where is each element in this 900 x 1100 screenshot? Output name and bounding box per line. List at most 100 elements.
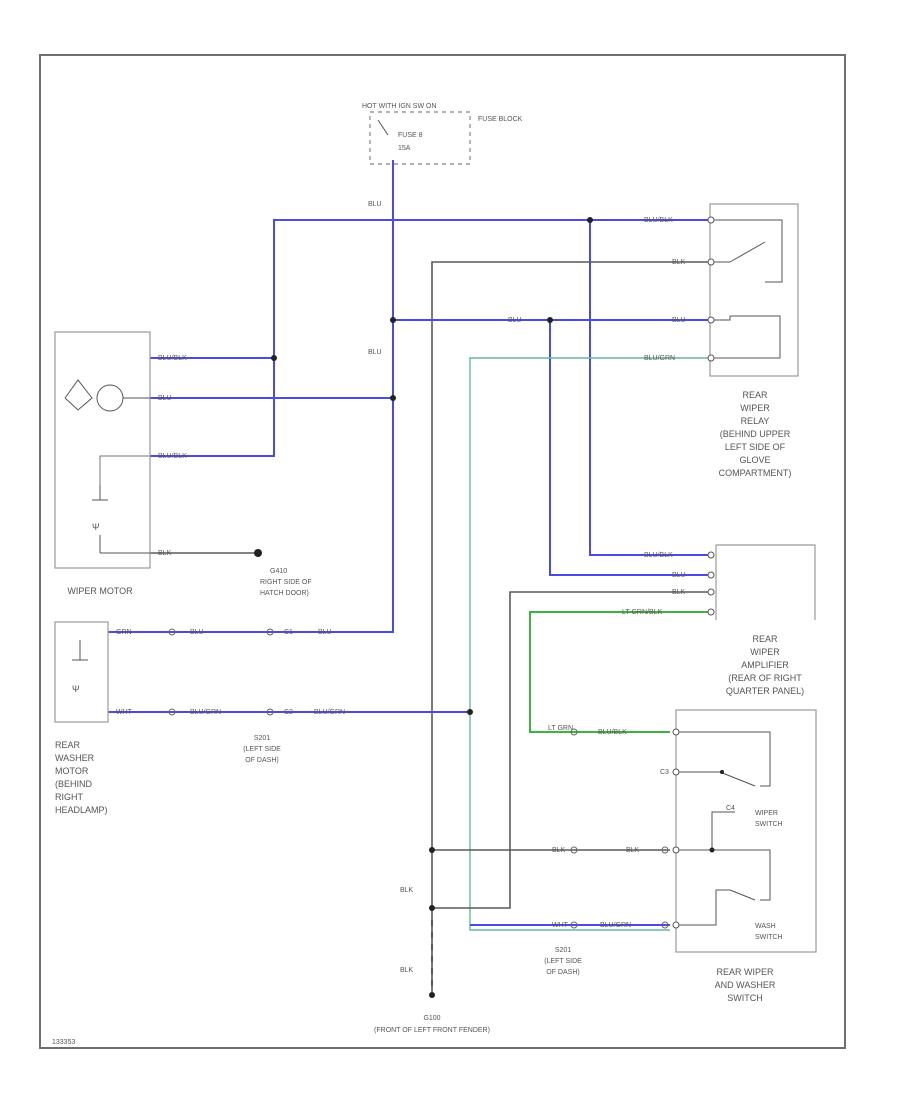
wire-label-ground-blk-b: BLK: [400, 967, 414, 974]
rear-wiper-washer-switch: [672, 709, 817, 953]
ground-hatch-line2: HATCH DOOR): [260, 590, 309, 597]
ground-hatch-line1: RIGHT SIDE OF: [260, 579, 312, 586]
wire-label-blu-top: BLU: [368, 201, 382, 208]
wiper-switch-label: WIPER SWITCH: [755, 810, 783, 828]
wire-label-washer-blu-grn-a: BLU/GRN: [190, 709, 221, 716]
washer-motor-label: REAR WASHER MOTOR (BEHIND RIGHT HEADLAMP…: [55, 740, 108, 815]
washer-motor-symbol: Ψ: [72, 684, 80, 694]
amp-label-2: WIPER: [750, 647, 780, 657]
wire-label-switch-lt-grn: LT GRN: [548, 725, 573, 732]
wire-label-switch-blu-grn: BLU/GRN: [600, 922, 631, 929]
wash-switch-label-2: SWITCH: [755, 934, 783, 941]
washer-label-3: MOTOR: [55, 766, 89, 776]
switch-label-2: AND WASHER: [715, 980, 776, 990]
wire-label-washer-blu-a: BLU: [190, 629, 204, 636]
wire-label-relay-blk: BLK: [672, 259, 686, 266]
relay-label-4: (BEHIND UPPER: [720, 429, 791, 439]
splice-right-line1: (LEFT SIDE: [544, 958, 582, 965]
washer-label-2: WASHER: [55, 753, 95, 763]
connector-markers: [168, 628, 669, 929]
amp-label-4: (REAR OF RIGHT: [728, 673, 802, 683]
wiper-motor-symbol: Ψ: [92, 522, 100, 532]
wire-label-switch-wht: WHT: [552, 922, 569, 929]
wire-label-relay-blu-a: BLU: [508, 317, 522, 324]
wire-blu-blk-top: [150, 219, 708, 457]
wire-label-switch-blu-blk: BLU/BLK: [598, 729, 627, 736]
fuse-name: FUSE 8: [398, 132, 423, 139]
splice-right-id: S201: [555, 947, 571, 954]
wire-label-switch-blk-b: BLK: [626, 847, 640, 854]
wire-label-blu-mid: BLU: [368, 349, 382, 356]
splice-left-id: S201: [254, 735, 270, 742]
relay-label-3: RELAY: [741, 416, 770, 426]
splice-left-line1: (LEFT SIDE: [243, 746, 281, 753]
wire-amp-lt-grn: [529, 611, 708, 733]
wire-label-amp-lt-grn-blk: LT GRN/BLK: [622, 609, 663, 616]
relay-label-5: LEFT SIDE OF: [725, 442, 786, 452]
splice-right: S201 (LEFT SIDE OF DASH): [544, 947, 582, 976]
washer-label-1: REAR: [55, 740, 81, 750]
connector-c2: C2: [284, 709, 293, 716]
ground-hatch: G410 RIGHT SIDE OF HATCH DOOR): [260, 568, 312, 597]
wire-relay-blk: [431, 261, 708, 995]
wire-labels: BLU BLU BLU/BLK BLK BLU BLU BLU/GRN BLU/…: [116, 201, 686, 974]
splice-dots: [254, 217, 593, 998]
amp-label-1: REAR: [752, 634, 778, 644]
wire-label-amp-blu: BLU: [672, 572, 686, 579]
relay-label-2: WIPER: [740, 403, 770, 413]
footer-code: 133353: [52, 1039, 75, 1046]
relay-label-7: COMPARTMENT): [719, 468, 792, 478]
wire-label-motor-blu-blk-2: BLU/BLK: [158, 453, 187, 460]
rear-washer-motor: Ψ: [54, 621, 109, 723]
diagram-frame: [39, 54, 846, 1049]
relay-label-6: GLOVE: [739, 455, 770, 465]
amp-label-3: AMPLIFIER: [741, 660, 789, 670]
wire-label-washer-grn-a: GRN: [116, 629, 132, 636]
connector-c1: C1: [284, 629, 293, 636]
wire-label-amp-blk: BLK: [672, 589, 686, 596]
wire-label-motor-blk: BLK: [158, 550, 172, 557]
rear-wiper-amplifier: [707, 544, 816, 620]
wire-label-relay-blu-b: BLU: [672, 317, 686, 324]
fuse-rating: 15A: [398, 145, 411, 152]
ground-hatch-id: G410: [270, 568, 287, 575]
switch-label-1: REAR WIPER: [716, 967, 774, 977]
wire-label-relay-blu-blk: BLU/BLK: [644, 217, 673, 224]
wire-label-ground-blk-a: BLK: [400, 887, 414, 894]
wiper-motor: Ψ: [54, 331, 151, 569]
wire-label-washer-blu-b: BLU: [318, 629, 332, 636]
rear-wiper-relay: [707, 203, 799, 377]
amplifier-label: REAR WIPER AMPLIFIER (REAR OF RIGHT QUAR…: [726, 634, 804, 696]
wire-label-switch-blk-a: BLK: [552, 847, 566, 854]
wash-switch-label-1: WASH: [755, 923, 776, 930]
washer-label-6: HEADLAMP): [55, 805, 108, 815]
wire-amp-blk: [432, 591, 708, 909]
ground-main: G100 (FRONT OF LEFT FRONT FENDER): [374, 1015, 490, 1034]
wiper-switch-label-1: WIPER: [755, 810, 778, 817]
wire-label-washer-wht: WHT: [116, 709, 133, 716]
fuse-header: HOT WITH IGN SW ON: [362, 103, 437, 110]
splice-left: S201 (LEFT SIDE OF DASH): [243, 735, 281, 764]
amp-label-5: QUARTER PANEL): [726, 686, 804, 696]
splice-right-line2: OF DASH): [546, 969, 579, 976]
wire-label-washer-blu-grn-b: BLU/GRN: [314, 709, 345, 716]
relay-label-1: REAR: [742, 390, 768, 400]
fuse-block: HOT WITH IGN SW ON FUSE BLOCK FUSE 8 15A: [362, 103, 523, 165]
wire-label-amp-blu-blk: BLU/BLK: [644, 552, 673, 559]
washer-label-5: RIGHT: [55, 792, 84, 802]
wire-amp-blu: [549, 320, 708, 576]
relay-label: REAR WIPER RELAY (BEHIND UPPER LEFT SIDE…: [719, 390, 792, 478]
connector-c4: C4: [726, 805, 735, 812]
connector-c3: C3: [660, 769, 669, 776]
wire-blu-main: [108, 160, 394, 633]
washer-label-4: (BEHIND: [55, 779, 93, 789]
wiper-motor-label: WIPER MOTOR: [67, 586, 133, 596]
ground-main-desc: (FRONT OF LEFT FRONT FENDER): [374, 1027, 490, 1034]
wash-switch-label: WASH SWITCH: [755, 923, 783, 941]
ground-main-id: G100: [423, 1015, 440, 1022]
wire-label-motor-blu-blk-1: BLU/BLK: [158, 355, 187, 362]
switch-assembly-label: REAR WIPER AND WASHER SWITCH: [715, 967, 776, 1003]
fuse-block-label: FUSE BLOCK: [478, 116, 523, 123]
wire-amp-blu-blk: [589, 220, 708, 556]
switch-label-3: SWITCH: [727, 993, 763, 1003]
